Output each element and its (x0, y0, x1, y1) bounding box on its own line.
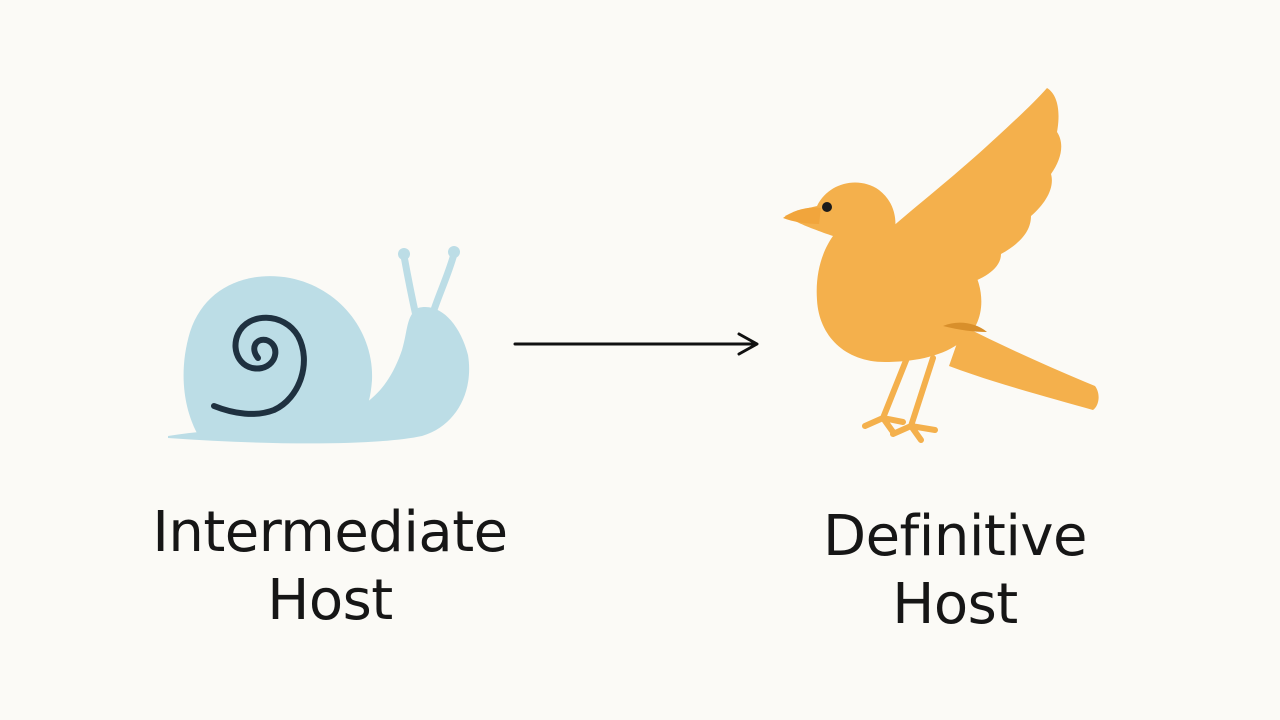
definitive-host-node (775, 80, 1110, 450)
bird-eye (822, 202, 832, 212)
snail-eye-stalk-left (400, 252, 420, 320)
bird-icon (783, 88, 1099, 443)
snail-shell-spiral (211, 314, 307, 417)
snail-eye-stalk-right (428, 250, 458, 320)
definitive-host-label-line-2: Host (892, 572, 1018, 637)
bird-beak (783, 207, 821, 224)
bird-wing-shadow (943, 322, 987, 332)
bird-tail (949, 326, 1099, 410)
snail-shell (183, 276, 373, 438)
intermediate-host-label: Intermediate Host (120, 499, 540, 635)
snail-icon (168, 246, 470, 444)
snail-body (168, 307, 470, 444)
intermediate-host-node (160, 240, 480, 450)
bird-body (785, 182, 982, 362)
intermediate-host-label-line-1: Intermediate (152, 500, 508, 565)
bird-leg-right (890, 355, 938, 443)
bird-wing (871, 88, 1062, 291)
snail-eye-tip-left (398, 248, 410, 260)
snail-eye-tip-right (448, 246, 460, 258)
intermediate-host-label-line-2: Host (267, 568, 393, 633)
bird-leg-left (862, 355, 910, 435)
arrow-right-icon (513, 332, 759, 356)
definitive-host-label: Definitive Host (770, 503, 1140, 639)
definitive-host-label-line-1: Definitive (822, 504, 1088, 569)
transmission-edge (505, 325, 770, 365)
